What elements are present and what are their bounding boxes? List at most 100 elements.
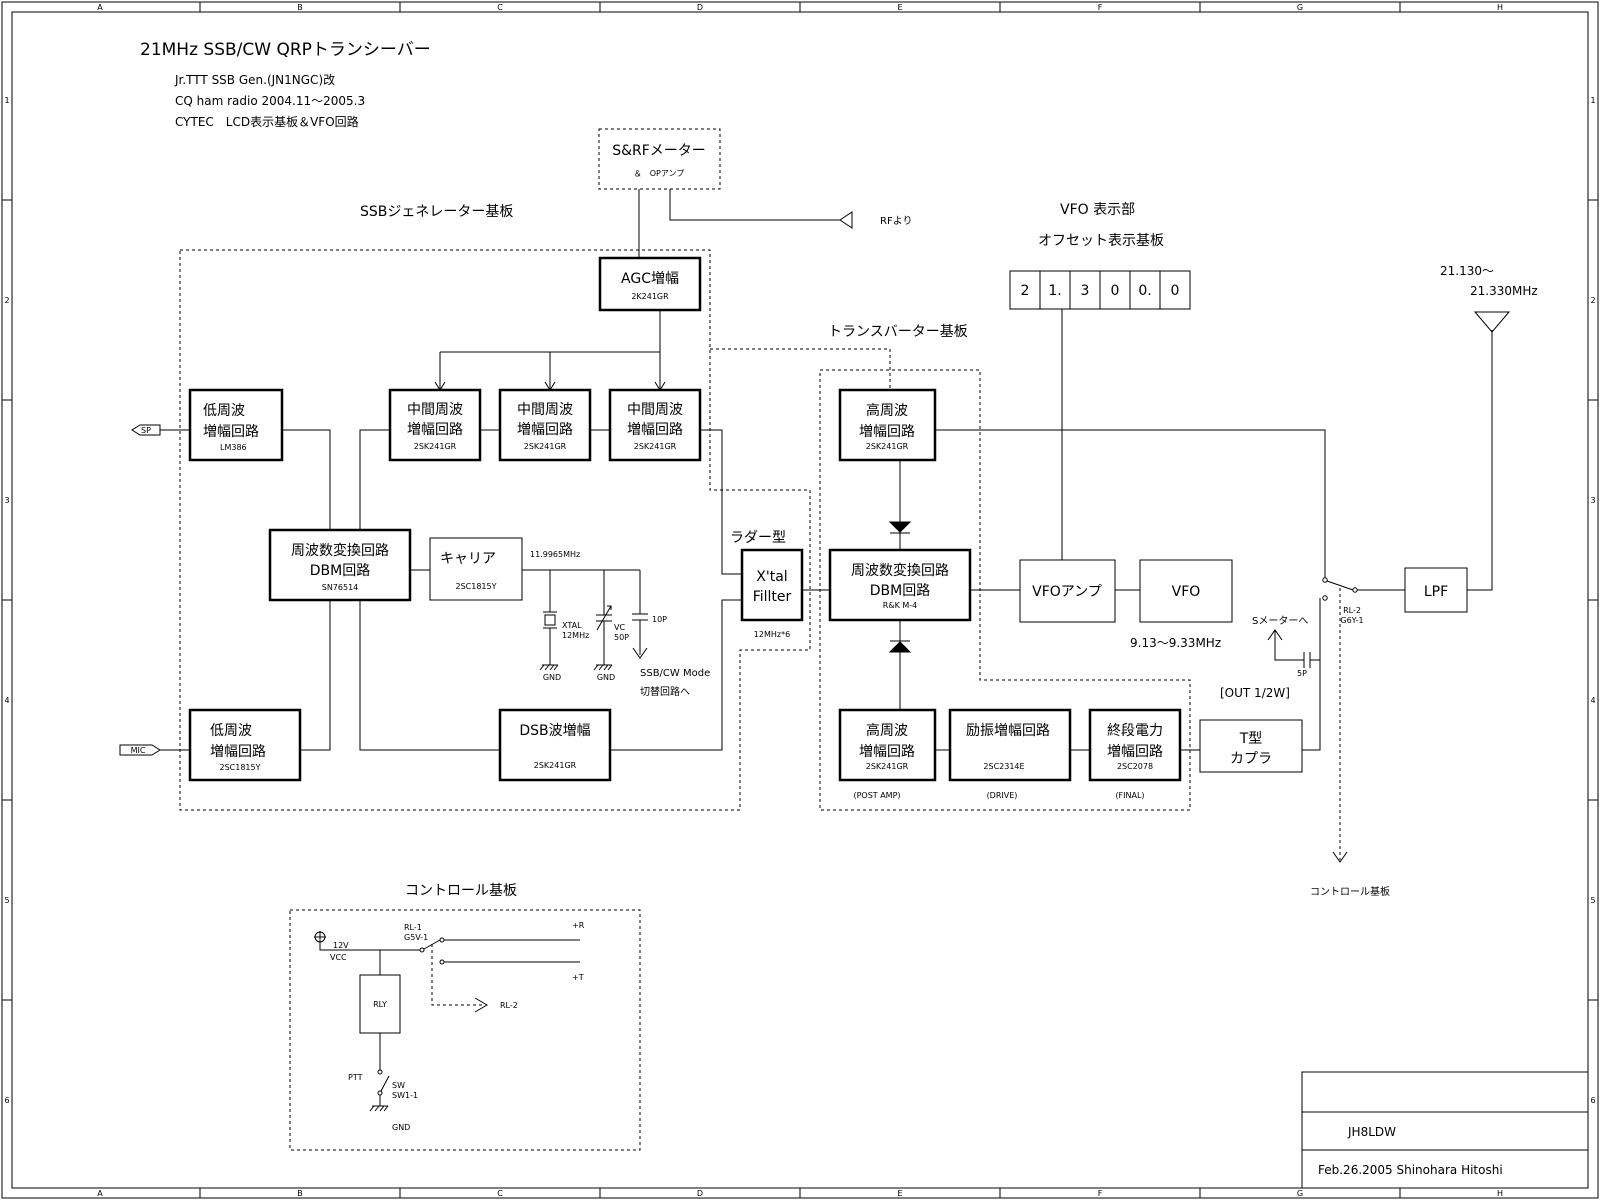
title-block <box>1301 1071 1589 1189</box>
mixer-dbm-1-label-2: DBM回路 <box>310 563 370 579</box>
plus-r-label: +R <box>572 921 585 930</box>
post-amp-label-2: 増幅回路 <box>859 744 915 760</box>
vc-label: VC <box>614 623 625 632</box>
xtal-filter-block <box>740 548 804 622</box>
if-amp-3-block <box>608 388 702 462</box>
rl1-contact-r-icon <box>439 937 445 943</box>
grid-row-3: 3 <box>4 496 9 505</box>
agc-dashed-link <box>710 348 891 395</box>
sp-connector <box>131 424 161 436</box>
if-amp-2-label-2: 増幅回路 <box>517 422 573 438</box>
agc-amplifier-block <box>598 256 702 312</box>
control-board-label: コントロール基板 <box>405 882 517 899</box>
xtal-plates <box>543 611 557 629</box>
ptt-gnd-icon <box>369 1095 389 1112</box>
xtal-icon <box>544 614 556 626</box>
vfo-amp-block <box>1019 559 1116 623</box>
rl1-contact-t-icon <box>439 959 445 965</box>
rl2-common-icon <box>1352 587 1358 593</box>
final-amp-label-1: 終段電力 <box>1107 723 1163 739</box>
display-digit-1: 2 <box>1021 283 1030 299</box>
rl2-control-arrow <box>1332 851 1348 863</box>
af-amp-sp-block <box>188 388 284 462</box>
rl1-label: RL-1 <box>404 923 422 932</box>
grid-col-b-bottom: B <box>297 1189 303 1198</box>
callsign-label: JH8LDW <box>1347 1125 1396 1139</box>
af-amp-sp-label-2: 増幅回路 <box>203 424 259 440</box>
af-sp-to-dbm-wire <box>282 429 331 530</box>
relay-label: RLY <box>373 1000 387 1009</box>
if-amp-2-label-1: 中間周波 <box>517 402 573 418</box>
if-amp-3-label-1: 中間周波 <box>627 402 683 418</box>
t-coupler-label-2: カプラ <box>1230 751 1272 767</box>
smeter-tap-label: Sメーターへ <box>1252 615 1308 627</box>
af-amp-mic-label-2: 増幅回路 <box>210 744 266 760</box>
agc-drop-wires <box>439 352 551 390</box>
grid-col-b: B <box>297 3 303 12</box>
carrier-oscillator-block <box>429 537 523 601</box>
xtal-filter-label-1: X'tal <box>756 569 787 585</box>
rf-input-wire <box>669 189 840 221</box>
grid-col-e-bottom: E <box>897 1189 902 1198</box>
mixer-dbm-2-block <box>828 548 972 622</box>
grid-col-e: E <box>897 3 902 12</box>
rl2-switch-arm <box>1326 580 1354 591</box>
ladder-filter-label: ラダー型 <box>730 530 786 546</box>
grid-col-d-bottom: D <box>697 1189 703 1198</box>
t-coupler-label-1: T型 <box>1239 731 1263 747</box>
grid-col-d: D <box>697 3 703 12</box>
grid-col-h: H <box>1497 3 1503 12</box>
display-digit-4: 0 <box>1111 283 1120 299</box>
header-line-3: CYTEC LCD表示基板＆VFO回路 <box>175 114 359 129</box>
vfo-amp-label: VFOアンプ <box>1032 584 1102 600</box>
mic-label: MIC <box>131 746 146 755</box>
relay-coil-block <box>359 974 401 1034</box>
if-amp-1-label-2: 増幅回路 <box>407 422 463 438</box>
driver-amp-block <box>948 708 1072 782</box>
control-board-ref-label: コントロール基板 <box>1310 885 1390 898</box>
grid-row-5-right: 5 <box>1590 896 1595 905</box>
mic-connector <box>119 744 161 756</box>
post-amp-label-1: 高周波 <box>866 722 908 739</box>
rly-to-rl2-dashed <box>431 944 485 1006</box>
rf-amp-1-label-2: 増幅回路 <box>859 424 915 440</box>
af-amp-mic-block <box>188 708 302 782</box>
header-line-1: Jr.TTT SSB Gen.(JN1NGC)改 <box>174 73 335 87</box>
sw-label: SW <box>392 1081 405 1090</box>
grid-col-a-bottom: A <box>97 1189 103 1198</box>
grid-col-a: A <box>97 3 103 12</box>
vfo-label: VFO <box>1172 584 1201 600</box>
vfo-display-label: VFO 表示部 <box>1060 202 1135 218</box>
grid-row-1: 1 <box>4 96 9 105</box>
if-amp-1-part: 2SK241GR <box>414 442 457 451</box>
display-digit-6: 0 <box>1171 283 1180 299</box>
rf-amp-1-block <box>838 388 937 462</box>
diode-lower-icon <box>888 641 912 653</box>
antenna-freq-1: 21.130～ <box>1440 264 1494 278</box>
dsb-label: DSB波増幅 <box>519 723 590 739</box>
mode-switch-label-1: SSB/CW Mode <box>640 668 710 679</box>
af-amp-sp-part: LM386 <box>220 443 247 452</box>
ptt-label: PTT <box>348 1073 363 1082</box>
grid-row-2-right: 2 <box>1590 296 1595 305</box>
vcc-terminal-mark <box>314 931 326 943</box>
grid-row-5: 5 <box>4 896 9 905</box>
antenna-icon <box>1473 311 1511 333</box>
grid-row-2: 2 <box>4 296 9 305</box>
rl1-type: G5V-1 <box>404 933 428 942</box>
dbm1-to-dsb-wire <box>359 600 500 751</box>
final-amp-label-2: 増幅回路 <box>1107 744 1163 760</box>
mixer-dbm-1-block <box>268 528 412 602</box>
grid-col-f: F <box>1098 3 1103 12</box>
grid-row-1-right: 1 <box>1590 96 1595 105</box>
display-digit-2: 1. <box>1048 283 1061 299</box>
rly-to-rl2-arrow <box>474 997 488 1013</box>
mixer-dbm-1-label-1: 周波数変換回路 <box>291 542 389 559</box>
coupler-to-rl2-wire <box>1302 598 1321 751</box>
gnd-2-icon <box>593 664 613 671</box>
if-amp-1-label-1: 中間周波 <box>407 402 463 418</box>
header-line-2: CQ ham radio 2004.11～2005.3 <box>175 94 365 108</box>
xtal-freq: 12MHz <box>562 631 589 640</box>
driver-amp-note: (DRIVE) <box>987 791 1018 800</box>
